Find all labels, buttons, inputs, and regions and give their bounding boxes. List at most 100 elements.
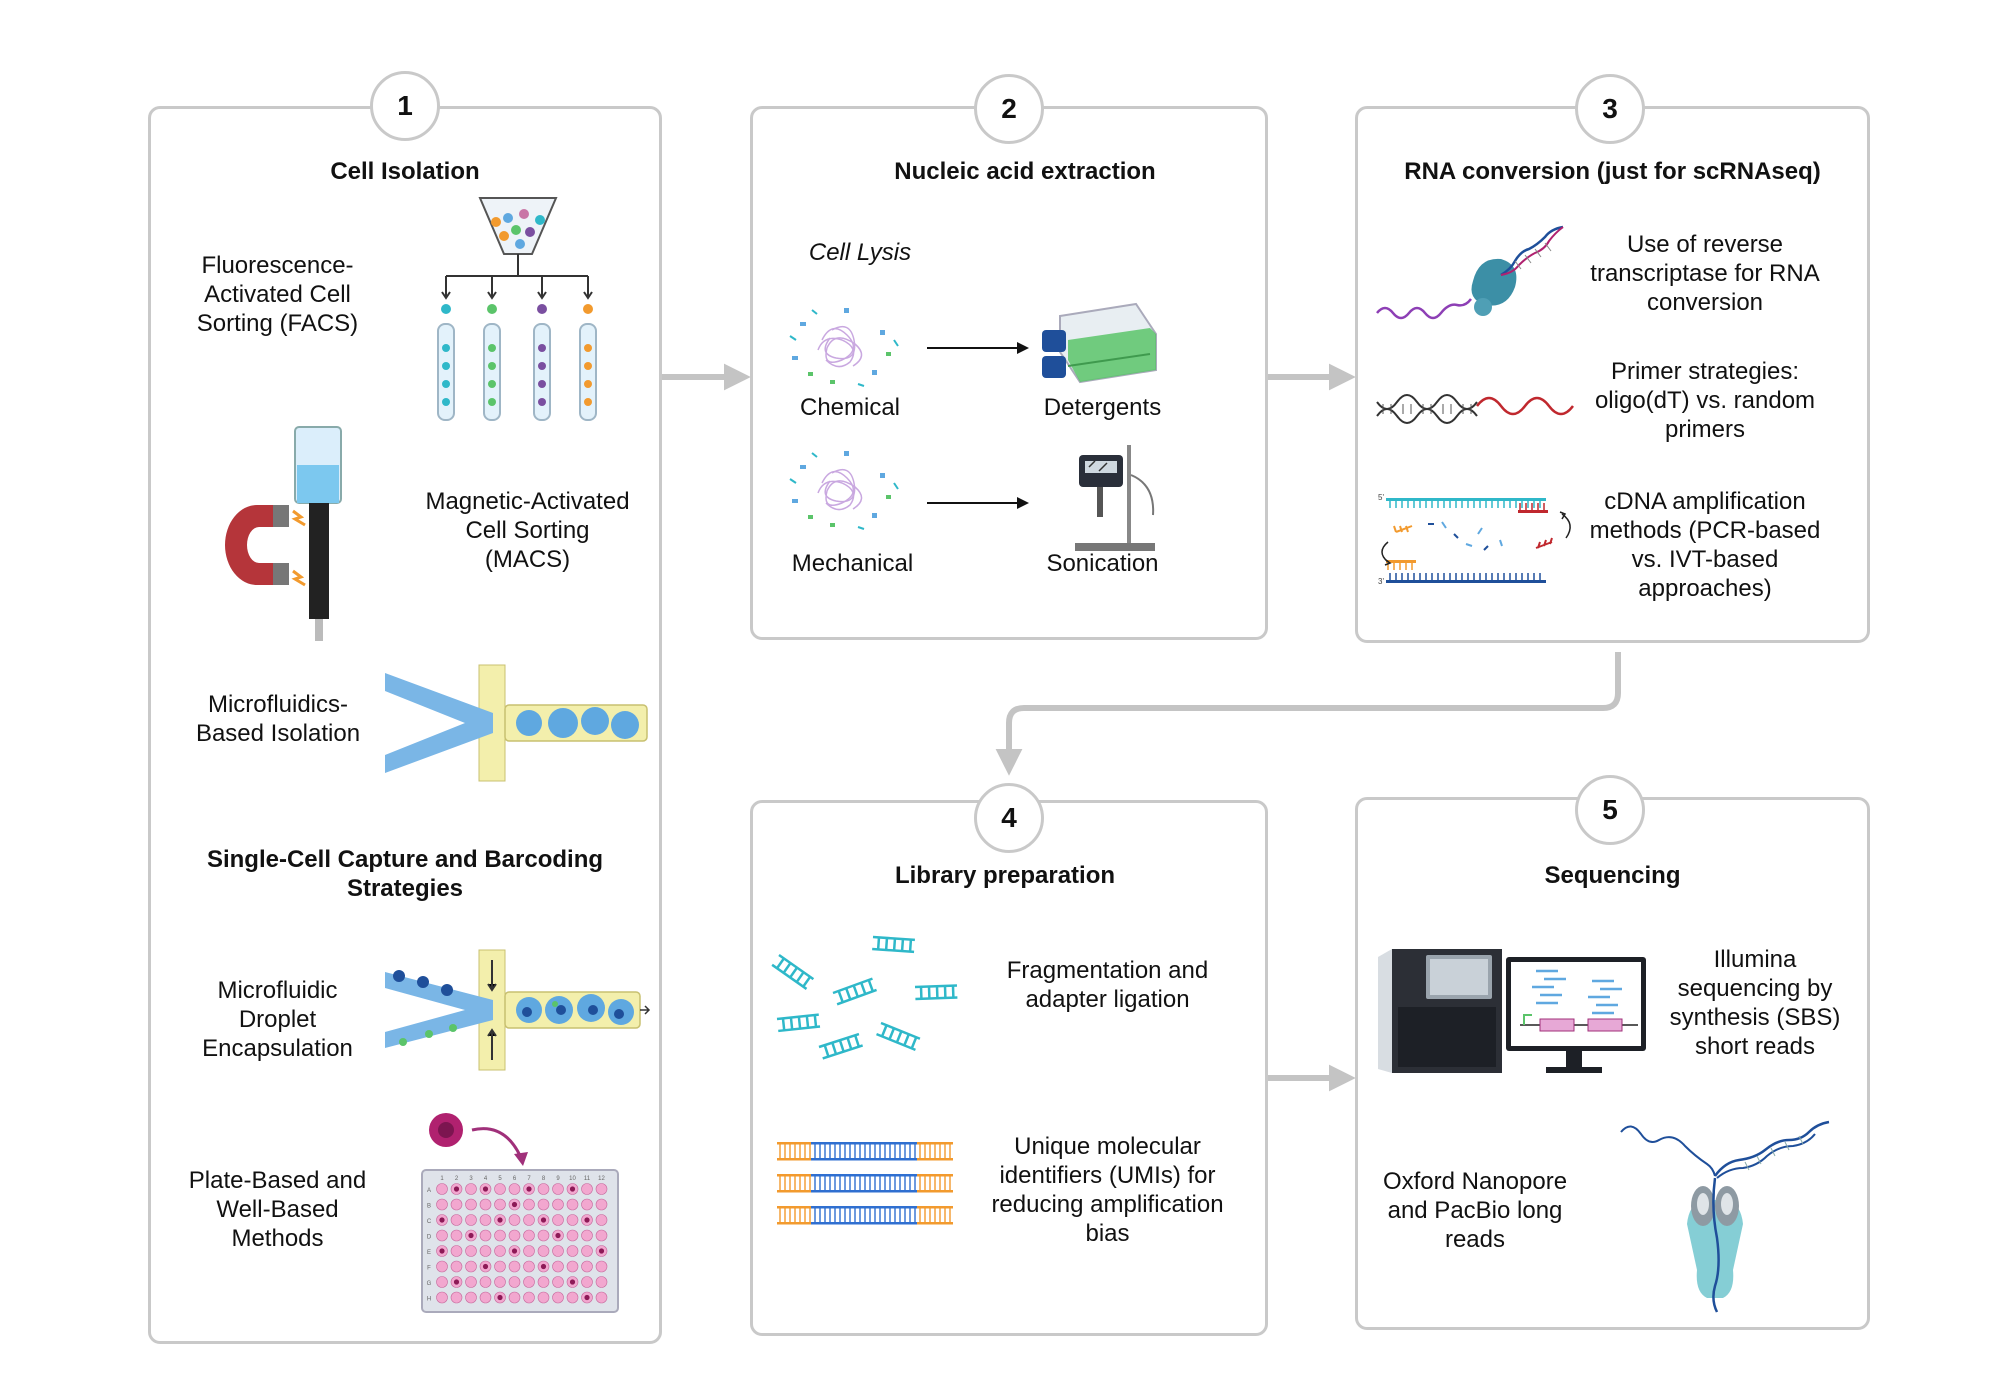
arrow-chemical-to-detergents [927,342,1029,354]
subtitle-capture-barcoding: Single-Cell Capture and Barcoding Strate… [206,846,604,902]
plate-well [581,1245,593,1257]
plate-well [494,1245,506,1257]
plate-column-label: 8 [542,1176,546,1182]
plate-column-label: 6 [513,1176,517,1182]
primer-strategies-illustration [1376,394,1574,424]
label-microfluidics: Microfluidics-Based Isolation [195,691,361,747]
plate-well [436,1183,448,1195]
plate-well [479,1198,492,1211]
plate-column-label: 3 [469,1176,473,1182]
plate-row-label: D [427,1235,432,1241]
umi-labeled-fragment [777,1142,953,1161]
droplet-encapsulation-illustration [385,949,651,1071]
plate-well-cell [482,1263,489,1270]
plate-well-cell [453,1186,460,1192]
step-badge-4: 4 [974,783,1044,853]
plate-column-label: 11 [584,1176,591,1182]
plate-well [552,1260,564,1273]
plate-well [595,1229,608,1242]
label-three-prime: 3' [1378,577,1384,586]
plate-well-cell [540,1217,547,1223]
plate-well [436,1260,448,1273]
plate-well [566,1229,579,1242]
plate-well [450,1260,463,1273]
plate-well-cell [555,1232,561,1239]
panel-title-cell-isolation: Cell Isolation [330,158,480,185]
plate-well [494,1260,506,1273]
plate-well [465,1245,477,1257]
plate-well [566,1198,579,1211]
nanopore-illustration [1620,1120,1830,1313]
plate-well [479,1229,492,1242]
plate-well [595,1214,608,1226]
panel-title-extraction: Nucleic acid extraction [894,158,1156,185]
label-detergents: Detergents [1043,394,1162,421]
label-umi: Unique molecular identifiers (UMIs) for … [991,1133,1224,1247]
plate-row-label: H [427,1297,431,1303]
plate-well [523,1214,535,1226]
plate-well [595,1276,608,1288]
label-sonication: Sonication [1046,550,1159,577]
label-macs: Magnetic-Activated Cell Sorting (MACS) [425,488,630,573]
arrow-mechanical-to-sonication [927,497,1029,509]
step-badge-3: 3 [1575,74,1645,144]
plate-well [537,1183,550,1195]
label-five-prime: 5' [1378,493,1384,502]
label-plate-methods: Plate-Based and Well-Based Methods [188,1167,367,1252]
plate-row-label: A [427,1188,431,1194]
umi-adapters-illustration [777,1142,953,1225]
macs-magnet-column-illustration [225,426,342,641]
plate-well [465,1291,477,1304]
plate-well [450,1214,463,1226]
panel-title-library-preparation: Library preparation [894,862,1116,889]
label-cell-lysis: Cell Lysis [808,239,912,266]
plate-well [436,1276,448,1288]
label-fragmentation: Fragmentation and adapter ligation [1006,957,1209,1013]
plate-well [479,1291,492,1304]
plate-well [566,1214,579,1226]
label-primer-strategies: Primer strategies: oligo(dT) vs. random … [1594,358,1816,443]
plate-well-cell [497,1294,503,1301]
plate-well-cell [511,1248,518,1254]
plate-row-label: G [427,1281,432,1287]
plate-well [450,1229,463,1242]
facs-sorter-illustration [437,197,597,421]
step-badge-5: 5 [1575,775,1645,845]
plate-well [537,1245,550,1257]
plate-column-label: 4 [484,1176,488,1182]
panel-library-preparation [750,800,1268,1336]
plate-well [552,1245,564,1257]
plate-well [581,1229,593,1242]
plate-well [566,1260,579,1273]
plate-well [508,1229,521,1242]
label-nanopore-pacbio: Oxford Nanopore and PacBio long reads [1382,1168,1568,1253]
plate-well [523,1198,535,1211]
plate-well [552,1198,564,1211]
plate-well-cell [439,1248,445,1254]
plate-row-label: F [427,1266,431,1272]
plate-well [436,1198,448,1211]
plate-well [552,1183,564,1195]
plate-well [465,1198,477,1211]
plate-well [479,1214,492,1226]
plate-well [450,1245,463,1257]
plate-well [494,1198,506,1211]
plate-well [494,1183,506,1195]
plate-well-cell [497,1217,503,1223]
umi-labeled-fragment [777,1174,953,1193]
plate-well [523,1291,535,1304]
plate-well [523,1245,535,1257]
cdna-amplification-illustration: 5' 3' [1378,493,1571,586]
plate-well [436,1229,448,1242]
plate-well [465,1214,477,1226]
plate-well [595,1183,608,1195]
plate-well-cell [569,1186,576,1192]
fragmented-dna-illustration [771,935,958,1060]
illumina-sequencer-illustration [1378,949,1646,1073]
plate-well-cell [511,1201,518,1208]
plate-well-cell [468,1232,474,1239]
label-mechanical: Mechanical [791,550,914,577]
chemical-lysis-cell-illustration [789,308,899,387]
